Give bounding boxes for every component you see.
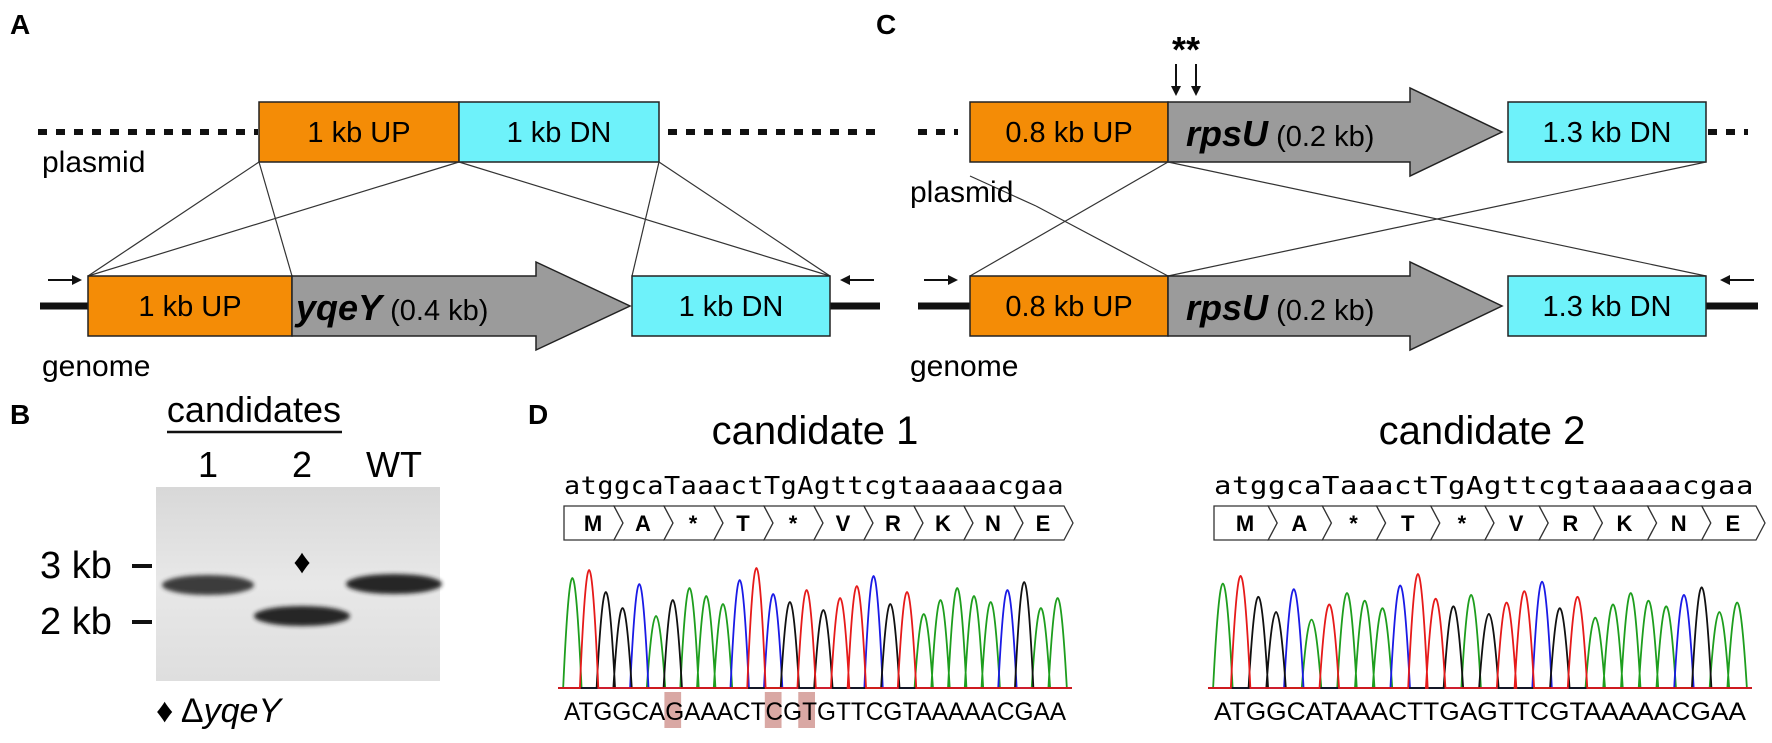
amino-acid-label: E bbox=[1036, 511, 1051, 536]
amino-acid-label: K bbox=[935, 511, 951, 536]
amino-acid-label: K bbox=[1617, 511, 1633, 536]
mutation-highlight bbox=[764, 692, 782, 728]
panel-a: A plasmid 1 kb UP 1 kb DN 1 kb UP bbox=[10, 9, 880, 383]
gel-legend-gene: yqeY bbox=[202, 692, 284, 730]
genome-label: genome bbox=[42, 350, 150, 383]
plasmid-gene-size-rpsu: (0.2 kb) bbox=[1268, 121, 1374, 153]
genome-dn-label: 1 kb DN bbox=[679, 291, 784, 323]
plasmid-dn-box bbox=[458, 101, 660, 163]
candidate-1-translation: M A * T * V R K N E bbox=[563, 505, 1074, 541]
genome-gene-label-rpsu: rpsU (0.2 kb) bbox=[1186, 287, 1374, 328]
gene-arrow-yqey bbox=[291, 260, 632, 352]
plasmid-up-label-c: 0.8 kb UP bbox=[1005, 117, 1132, 149]
genome-gene-name-rpsu: rpsU bbox=[1186, 287, 1269, 328]
panel-letter-c: C bbox=[876, 9, 896, 40]
amino-acid-label: E bbox=[1726, 511, 1741, 536]
plasmid-gene-name-rpsu: rpsU bbox=[1186, 113, 1269, 154]
amino-acid-label: T bbox=[1401, 511, 1415, 536]
candidate-1-block: candidate 1 atggcaTaaactTgAgttcgtaaaaacg… bbox=[558, 409, 1074, 728]
trace-t bbox=[1208, 573, 1752, 689]
gel-legend-symbol: ♦ Δ bbox=[156, 692, 204, 730]
candidate-2-read-seq: ATGGCATAAACTTGAGTTCGTAAAAACGAA bbox=[1214, 698, 1746, 726]
gel-band-lane-1 bbox=[162, 575, 254, 595]
plasmid-gene-label-rpsu: rpsU (0.2 kb) bbox=[1186, 113, 1374, 154]
trace-a bbox=[1208, 582, 1752, 689]
marker-2kb-label: 2 kb bbox=[40, 601, 112, 643]
amino-acid-label: A bbox=[1291, 511, 1307, 536]
panel-letter-b: B bbox=[10, 399, 30, 430]
genome-dn-box-c bbox=[1507, 275, 1707, 337]
lane-label-wt: WT bbox=[366, 444, 422, 485]
trace-t bbox=[558, 567, 1072, 689]
lane-label-1: 1 bbox=[198, 444, 218, 485]
panel-letter-a: A bbox=[10, 9, 30, 40]
candidate-1-title: candidate 1 bbox=[712, 409, 919, 453]
panel-d: D candidate 1 atggcaTaaactTgAgttcgtaaaaa… bbox=[528, 399, 1766, 728]
amino-acid-label: M bbox=[584, 511, 602, 536]
trace-c bbox=[558, 575, 1072, 689]
crossover-lines-a bbox=[87, 161, 831, 277]
amino-acid-label: * bbox=[1349, 511, 1358, 536]
genome-gene-size-rpsu: (0.2 kb) bbox=[1268, 295, 1374, 327]
amino-acid-label: R bbox=[885, 511, 901, 536]
candidate-2-block: candidate 2 atggcaTaaactTgAgttcgtaaaaacg… bbox=[1208, 409, 1766, 726]
gene-label-yqey: yqeY (0.4 kb) bbox=[294, 287, 488, 328]
gel-diamond-marker: ♦ bbox=[293, 543, 310, 581]
amino-acid-label: T bbox=[736, 511, 750, 536]
lane-label-2: 2 bbox=[292, 444, 312, 485]
genome-dn-label-c: 1.3 kb DN bbox=[1543, 291, 1672, 323]
panel-c: C ** 0.8 kb UP rpsU (0.2 kb) 1.3 kb DN p… bbox=[876, 9, 1758, 383]
amino-acid-label: R bbox=[1562, 511, 1578, 536]
amino-acid-frame bbox=[1012, 505, 1074, 541]
plasmid-dn-label: 1 kb DN bbox=[507, 117, 612, 149]
genome-dn-box bbox=[631, 275, 831, 337]
genome-gene-arrow-rpsu bbox=[1167, 260, 1504, 352]
candidate-1-read-seq: ATGGCAGAAACTCGTGTTCGTAAAAACGAA bbox=[564, 698, 1066, 726]
mutation-marks: ** bbox=[1172, 29, 1200, 70]
genome-label-c: genome bbox=[910, 350, 1018, 383]
candidate-2-reference-seq: atggcaTaaactTgAgttcgtaaaaacgaa bbox=[1214, 471, 1754, 500]
candidate-1-highlights bbox=[664, 692, 815, 728]
plasmid-up-label: 1 kb UP bbox=[307, 117, 410, 149]
mutation-highlight bbox=[664, 692, 682, 728]
mutation-highlight bbox=[798, 692, 815, 728]
candidate-2-chromatogram bbox=[1208, 573, 1752, 689]
marker-3kb-label: 3 kb bbox=[40, 545, 112, 587]
gel-legend: ♦ ΔyqeY bbox=[156, 692, 283, 730]
amino-acid-label: * bbox=[689, 511, 698, 536]
gel-band-lane-wt bbox=[346, 574, 442, 594]
amino-acid-frame bbox=[1700, 505, 1766, 541]
amino-acid-label: * bbox=[1458, 511, 1467, 536]
candidate-2-translation: M A * T * V R K N E bbox=[1213, 505, 1766, 541]
plasmid-label-c: plasmid bbox=[910, 176, 1013, 209]
panel-letter-d: D bbox=[528, 399, 548, 430]
genome-up-label-c: 0.8 kb UP bbox=[1005, 291, 1132, 323]
amino-acid-label: * bbox=[789, 511, 798, 536]
amino-acid-label: V bbox=[1509, 511, 1524, 536]
candidate-1-reference-seq: atggcaTaaactTgAgttcgtaaaaacgaa bbox=[564, 471, 1064, 500]
plasmid-gene-arrow-rpsu bbox=[1167, 86, 1504, 178]
panel-b: B candidates 1 2 WT ♦ 3 kb 2 kb ♦ ΔyqeY bbox=[10, 389, 442, 730]
plasmid-label: plasmid bbox=[42, 146, 145, 179]
plasmid-dn-box-c bbox=[1507, 101, 1707, 163]
candidate-2-title: candidate 2 bbox=[1379, 409, 1586, 453]
gene-name-yqey: yqeY bbox=[294, 287, 385, 328]
candidates-label: candidates bbox=[167, 389, 341, 430]
amino-acid-label: N bbox=[1671, 511, 1687, 536]
gene-size-yqey: (0.4 kb) bbox=[382, 295, 488, 327]
amino-acid-label: V bbox=[836, 511, 851, 536]
candidate-1-chromatogram bbox=[558, 567, 1072, 689]
plasmid-dn-label-c: 1.3 kb DN bbox=[1543, 117, 1672, 149]
amino-acid-label: N bbox=[985, 511, 1001, 536]
gel-band-lane-2 bbox=[254, 606, 350, 626]
crossover-lines-c bbox=[969, 161, 1707, 277]
trace-g bbox=[1208, 586, 1752, 689]
amino-acid-label: M bbox=[1236, 511, 1254, 536]
genome-up-label: 1 kb UP bbox=[138, 291, 241, 323]
amino-acid-label: A bbox=[635, 511, 651, 536]
